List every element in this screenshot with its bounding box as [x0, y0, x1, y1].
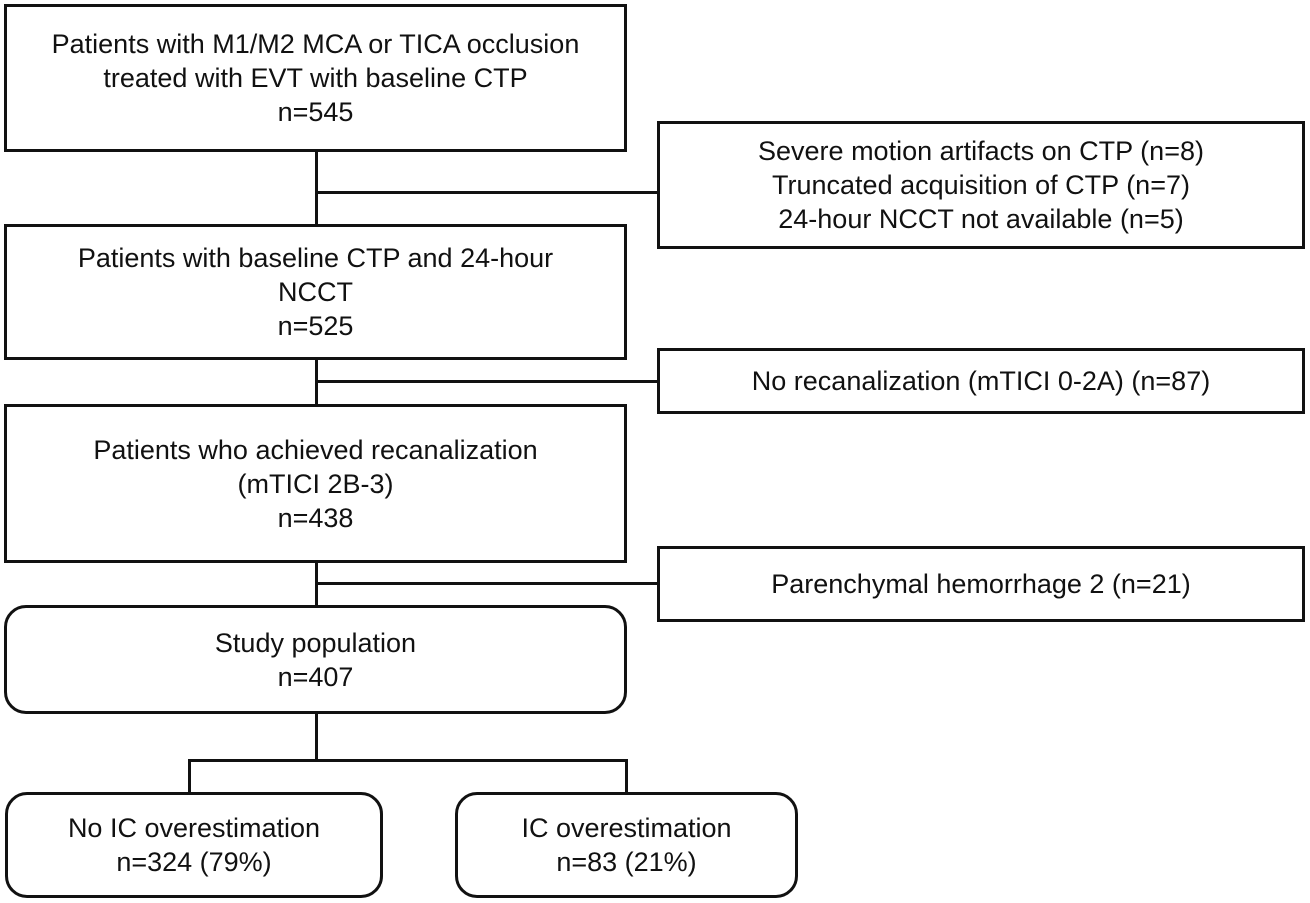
connector-branch-2	[315, 380, 658, 383]
connector-main-1	[315, 150, 318, 226]
box-no-ic-overestimation-label: No IC overestimation	[67, 813, 321, 843]
connector-branch-1	[315, 191, 658, 194]
box-exclusion-2: No recanalization (mTICI 0-2A) (n=87)	[657, 348, 1305, 414]
box-initial-line-2: treated with EVT with baseline CTP	[103, 63, 528, 93]
box-initial-count: n=545	[277, 97, 354, 127]
box-exclusion-1: Severe motion artifacts on CTP (n=8) Tru…	[657, 121, 1305, 249]
box-study-population: Study population n=407	[4, 605, 627, 714]
box-exclusion-3: Parenchymal hemorrhage 2 (n=21)	[657, 546, 1305, 622]
box-baseline-ncct-count: n=525	[277, 311, 354, 341]
box-no-ic-overestimation: No IC overestimation n=324 (79%)	[5, 792, 383, 898]
box-study-population-count: n=407	[277, 661, 354, 692]
connector-branch-3	[315, 582, 658, 585]
box-recanalized-count: n=438	[277, 502, 354, 533]
box-initial-line-1: Patients with M1/M2 MCA or TICA occlusio…	[51, 29, 580, 59]
exclusion-1-line-1: Severe motion artifacts on CTP (n=8)	[758, 136, 1204, 166]
box-recanalized-line-2: (mTICI 2B-3)	[237, 468, 394, 499]
box-recanalized-line-1: Patients who achieved recanalization	[93, 434, 538, 465]
box-baseline-ncct-line-2: NCCT	[278, 277, 353, 307]
exclusion-3-line-1: Parenchymal hemorrhage 2 (n=21)	[771, 569, 1191, 599]
box-baseline-ncct: Patients with baseline CTP and 24-hour N…	[4, 224, 627, 360]
exclusion-1-line-3: 24-hour NCCT not available (n=5)	[778, 204, 1184, 234]
box-no-ic-overestimation-count: n=324 (79%)	[116, 847, 272, 877]
connector-split-horizontal	[188, 759, 628, 762]
box-baseline-ncct-line-1: Patients with baseline CTP and 24-hour	[77, 243, 554, 273]
box-initial-cohort: Patients with M1/M2 MCA or TICA occlusio…	[4, 4, 627, 152]
box-study-population-label: Study population	[214, 627, 417, 658]
connector-main-4	[315, 712, 318, 761]
box-ic-overestimation: IC overestimation n=83 (21%)	[455, 792, 798, 898]
exclusion-2-line-1: No recanalization (mTICI 0-2A) (n=87)	[751, 366, 1211, 396]
connector-split-left	[188, 759, 191, 794]
box-ic-overestimation-label: IC overestimation	[521, 813, 732, 843]
exclusion-1-line-2: Truncated acquisition of CTP (n=7)	[772, 170, 1190, 200]
box-recanalized: Patients who achieved recanalization (mT…	[4, 404, 627, 563]
box-ic-overestimation-count: n=83 (21%)	[556, 847, 697, 877]
connector-split-right	[625, 759, 628, 794]
